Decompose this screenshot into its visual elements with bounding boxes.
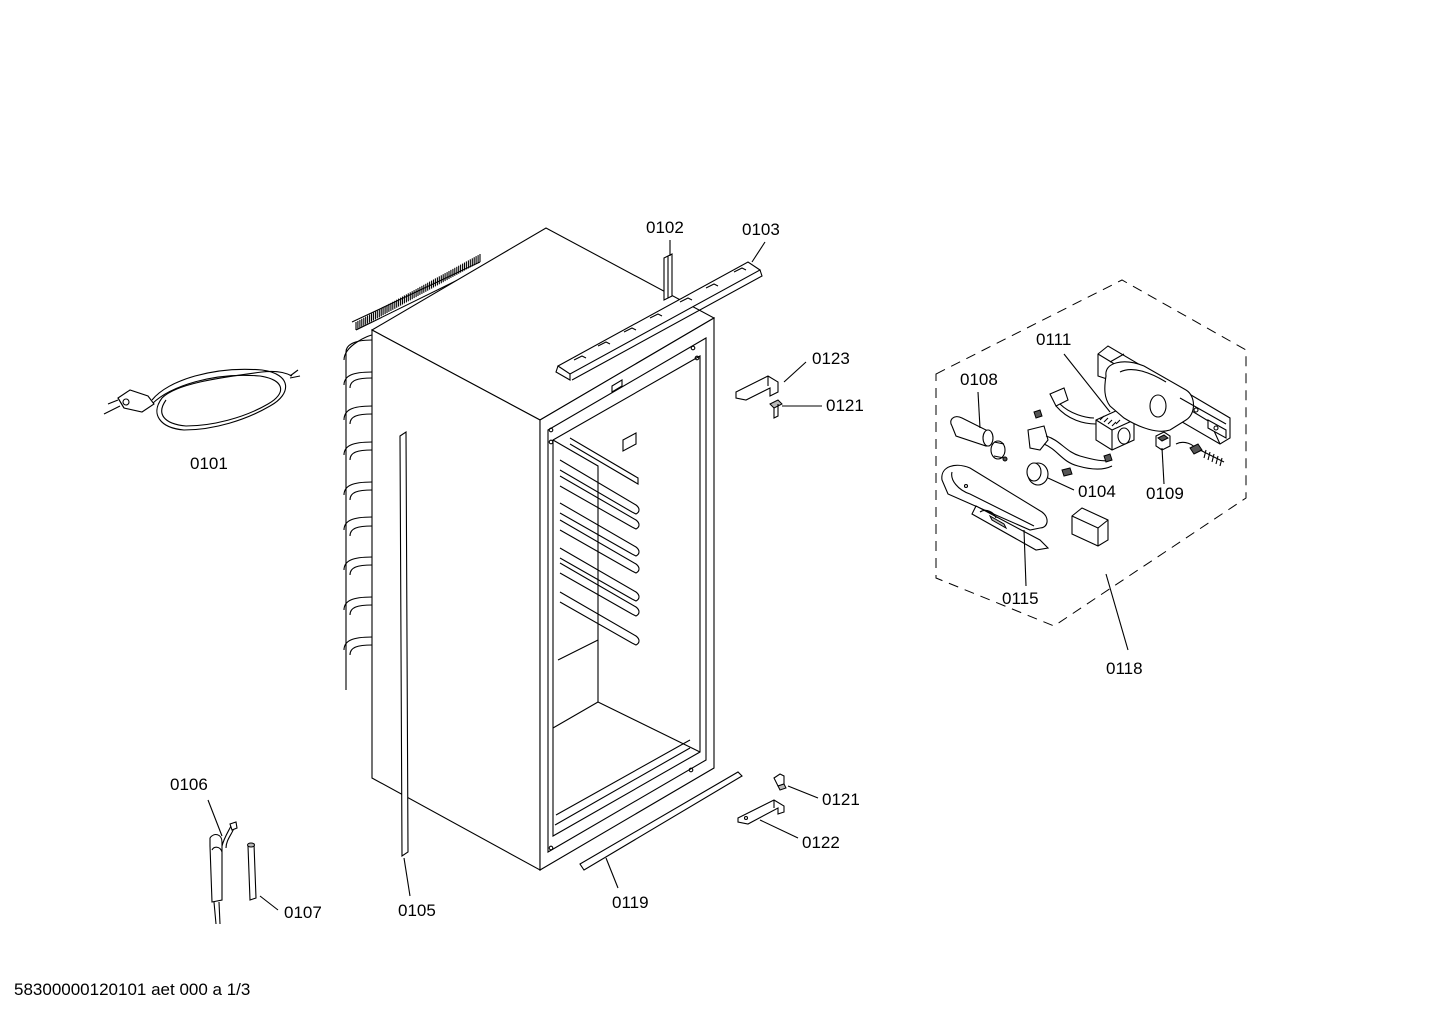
label-0109: 0109 [1146,484,1184,503]
leader-lines [207,240,1165,911]
lamp-holder-wires [1027,387,1113,477]
power-cord-0101 [103,368,301,431]
lamp-bulb-0108 [950,416,1008,462]
label-0103: 0103 [742,220,780,239]
top-hinge-bracket-0102 [663,253,673,301]
label-0106: 0106 [170,775,208,794]
label-0102: 0102 [646,218,684,237]
hinge-pin-0121-bottom [773,773,787,791]
upper-hinge-0123 [735,375,779,401]
hinge-pin-0121-top [769,399,783,419]
label-0107: 0107 [284,903,322,922]
lower-hinge-0122 [737,799,785,825]
label-0101: 0101 [190,454,228,473]
temperature-sensor-0106 [209,821,238,925]
control-housing [1097,345,1231,445]
lamp-cover-0115 [941,464,1050,551]
door-seal-strip-0105 [399,430,409,858]
label-0118: 0118 [1106,659,1143,678]
base-strip-0119 [579,771,743,871]
label-0111: 0111 [1036,330,1071,349]
label-0121-bottom: 0121 [822,790,860,809]
shelf-rails [559,437,640,646]
label-0121-top: 0121 [826,396,864,415]
part-labels: 0102 0103 0123 0121 0101 0111 0108 0104 … [170,218,1184,922]
drawing-reference-footer: 58300000120101 aet 000 a 1/3 [14,980,251,999]
door-switch-0109 [1155,431,1225,467]
label-0123: 0123 [812,349,850,368]
top-cover-strip-0103 [555,261,763,381]
label-0105: 0105 [398,901,436,920]
label-0104: 0104 [1078,482,1116,501]
label-0115: 0115 [1002,589,1039,608]
control-cover-panel [1071,507,1109,547]
label-0122: 0122 [802,833,840,852]
control-assembly-0118 [935,279,1247,627]
thermostat-knob-0104 [1026,462,1049,486]
temperature-probe-0107 [247,842,257,901]
label-0108: 0108 [960,370,998,389]
label-0119: 0119 [612,893,649,912]
refrigerator-cabinet [370,227,716,871]
condenser-coil [343,254,483,690]
